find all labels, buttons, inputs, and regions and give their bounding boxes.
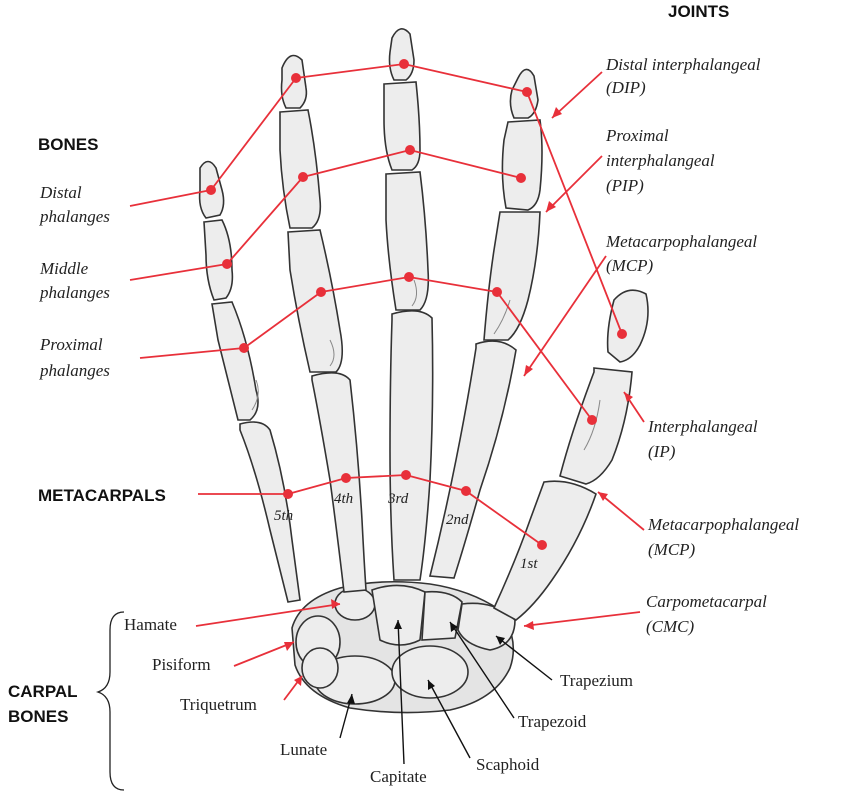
label-metacarpal-4th: 4th bbox=[334, 491, 353, 507]
pip-dot-2nd bbox=[516, 173, 526, 183]
leader-lines bbox=[129, 71, 645, 701]
label-dip-2: (DIP) bbox=[606, 78, 646, 97]
metacarpal-dot-3rd bbox=[401, 470, 411, 480]
label-pip-3: (PIP) bbox=[606, 176, 644, 195]
heading-bones: BONES bbox=[38, 135, 98, 154]
label-middle-2: phalanges bbox=[39, 283, 110, 302]
label-dip-1: Distal interphalangeal bbox=[605, 55, 761, 74]
label-distal-1: Distal bbox=[39, 183, 82, 202]
label-trapezoid: Trapezoid bbox=[518, 712, 587, 731]
label-metacarpal-3rd: 3rd bbox=[387, 491, 409, 507]
carpal-bracket bbox=[95, 611, 125, 791]
label-thumb-mcp-1: Metacarpophalangeal bbox=[647, 515, 799, 534]
label-capitate: Capitate bbox=[370, 767, 427, 786]
label-mcp-1: Metacarpophalangeal bbox=[605, 232, 757, 251]
heading-carpal-line2: BONES bbox=[8, 707, 68, 726]
label-pip-2: interphalangeal bbox=[606, 151, 715, 170]
label-thumb-mcp-2: (MCP) bbox=[648, 540, 696, 559]
mcp-dot-3rd bbox=[404, 272, 414, 282]
label-pip-1: Proximal bbox=[605, 126, 669, 145]
hand-skeleton bbox=[198, 28, 649, 714]
label-distal-2: phalanges bbox=[39, 207, 110, 226]
heading-carpal-line1: CARPAL bbox=[8, 682, 78, 701]
label-metacarpal-2nd: 2nd bbox=[446, 512, 469, 528]
black-leaders bbox=[339, 619, 553, 765]
label-cmc-2: (CMC) bbox=[646, 617, 695, 636]
label-proximal-1: Proximal bbox=[39, 335, 103, 354]
joint-labels: Distal interphalangeal (DIP) Proximal in… bbox=[605, 55, 799, 636]
label-ip-1: Interphalangeal bbox=[647, 417, 758, 436]
metacarpal-dot-4th bbox=[341, 473, 351, 483]
label-metacarpal-5th: 5th bbox=[274, 508, 293, 524]
label-hamate: Hamate bbox=[124, 615, 177, 634]
bone-labels: Distal phalanges Middle phalanges Proxim… bbox=[39, 183, 110, 380]
label-cmc-1: Carpometacarpal bbox=[646, 592, 767, 611]
heading-metacarpals: METACARPALS bbox=[38, 486, 166, 505]
headings: JOINTS BONES METACARPALS CARPAL BONES bbox=[8, 2, 729, 726]
label-scaphoid: Scaphoid bbox=[476, 755, 540, 774]
label-ip-2: (IP) bbox=[648, 442, 676, 461]
label-middle-1: Middle bbox=[39, 259, 89, 278]
pip-dot-3rd bbox=[405, 145, 415, 155]
label-lunate: Lunate bbox=[280, 740, 327, 759]
dip-dot-3rd bbox=[399, 59, 409, 69]
heading-joints: JOINTS bbox=[668, 2, 729, 21]
label-pisiform: Pisiform bbox=[152, 655, 211, 674]
metacarpal-dot-1st bbox=[537, 540, 547, 550]
label-trapezium: Trapezium bbox=[560, 671, 633, 690]
metacarpal-dot-2nd bbox=[461, 486, 471, 496]
label-mcp-2: (MCP) bbox=[606, 256, 654, 275]
metacarpal-numbers: 5th 4th 3rd 2nd 1st bbox=[274, 491, 538, 572]
label-metacarpal-1st: 1st bbox=[520, 556, 538, 572]
carpal-labels: Hamate Pisiform Triquetrum Lunate Capita… bbox=[124, 615, 633, 786]
label-proximal-2: phalanges bbox=[39, 361, 110, 380]
label-triquetrum: Triquetrum bbox=[180, 695, 257, 714]
